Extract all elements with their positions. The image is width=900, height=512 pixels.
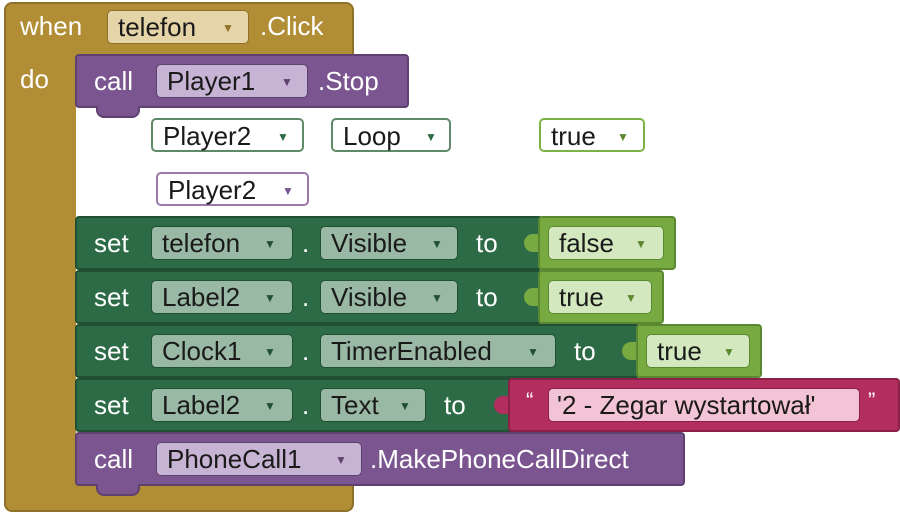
- player2-ghost-dropdown[interactable]: Player2 ▼: [151, 118, 304, 152]
- dot-separator: .: [302, 390, 310, 420]
- false-value-dropdown[interactable]: false ▼: [548, 226, 664, 260]
- player2-label: Player2: [163, 121, 252, 151]
- to-keyword: to: [476, 228, 498, 258]
- to-keyword: to: [476, 282, 498, 312]
- text-string-value[interactable]: '2 - Zegar wystartował': [548, 388, 860, 422]
- chevron-down-icon: ▼: [335, 453, 347, 467]
- label2-component-dropdown-2[interactable]: Label2 ▼: [151, 388, 293, 422]
- block-notch: [96, 484, 140, 496]
- player1-dropdown[interactable]: Player1 ▼: [156, 64, 308, 98]
- timerenabled-property-dropdown[interactable]: TimerEnabled ▼: [320, 334, 556, 368]
- chevron-down-icon: ▼: [222, 21, 234, 35]
- block-notch: [96, 106, 140, 118]
- chevron-down-icon: ▼: [527, 345, 539, 359]
- telefon-component-dropdown[interactable]: telefon ▼: [151, 226, 293, 260]
- true-value-label-2: true: [657, 336, 702, 366]
- clock1-component-dropdown[interactable]: Clock1 ▼: [151, 334, 293, 368]
- telefon-component-label: telefon: [162, 228, 241, 258]
- stop-method-label: .Stop: [318, 66, 379, 96]
- visible-property-label: Visible: [331, 282, 408, 312]
- chevron-down-icon: ▼: [264, 291, 276, 305]
- chevron-down-icon: ▼: [264, 237, 276, 251]
- chevron-down-icon: ▼: [635, 237, 647, 251]
- event-component-dropdown[interactable]: telefon ▼: [107, 10, 249, 44]
- set-label2-text-block[interactable]: [75, 378, 515, 432]
- player1-label: Player1: [167, 66, 256, 96]
- make-phone-call-direct-label: .MakePhoneCallDirect: [370, 444, 629, 474]
- phonecall1-dropdown[interactable]: PhoneCall1 ▼: [156, 442, 362, 476]
- visible-property-label: Visible: [331, 228, 408, 258]
- set-keyword: set: [94, 228, 129, 258]
- call-keyword: call: [94, 444, 134, 474]
- text-property-label: Text: [331, 390, 379, 420]
- true-value-label: true: [559, 282, 604, 312]
- text-property-dropdown[interactable]: Text ▼: [320, 388, 426, 422]
- to-keyword: to: [444, 390, 466, 420]
- set-keyword: set: [94, 336, 129, 366]
- chevron-down-icon: ▼: [625, 291, 637, 305]
- quote-close-glyph: ”: [868, 388, 876, 413]
- set-keyword: set: [94, 282, 129, 312]
- dot-separator: .: [302, 282, 310, 312]
- clock1-component-label: Clock1: [162, 336, 242, 366]
- chevron-down-icon: ▼: [431, 237, 443, 251]
- chevron-down-icon: ▼: [723, 345, 735, 359]
- quote-open-glyph: “: [526, 388, 534, 413]
- to-keyword: to: [574, 336, 596, 366]
- chevron-down-icon: ▼: [281, 75, 293, 89]
- loop-label: Loop: [343, 121, 401, 151]
- event-block-body: [4, 54, 76, 432]
- socket-connector: [524, 288, 538, 306]
- dot-separator: .: [302, 336, 310, 366]
- set-keyword: set: [94, 390, 129, 420]
- event-block-footer-link: [4, 430, 76, 490]
- text-string-label: '2 - Zegar wystartował': [557, 390, 816, 420]
- chevron-down-icon: ▼: [277, 130, 289, 144]
- phonecall1-label: PhoneCall1: [167, 444, 302, 474]
- socket-connector: [494, 396, 508, 414]
- dot-separator: .: [302, 228, 310, 258]
- label2-component-dropdown[interactable]: Label2 ▼: [151, 280, 293, 314]
- timerenabled-property-label: TimerEnabled: [331, 336, 492, 366]
- socket-connector: [622, 342, 636, 360]
- false-value-label: false: [559, 228, 614, 258]
- call-keyword: call: [94, 66, 134, 96]
- player2-label-2: Player2: [168, 175, 257, 205]
- label2-component-label: Label2: [162, 282, 241, 312]
- visible-property-dropdown[interactable]: Visible ▼: [320, 280, 458, 314]
- loop-ghost-dropdown[interactable]: Loop ▼: [331, 118, 451, 152]
- chevron-down-icon: ▼: [425, 130, 437, 144]
- true-ghost-label: true: [551, 121, 596, 151]
- chevron-down-icon: ▼: [617, 130, 629, 144]
- chevron-down-icon: ▼: [282, 184, 294, 198]
- true-ghost-dropdown[interactable]: true ▼: [539, 118, 645, 152]
- chevron-down-icon: ▼: [431, 291, 443, 305]
- visible-property-dropdown[interactable]: Visible ▼: [320, 226, 458, 260]
- label2-component-label-2: Label2: [162, 390, 241, 420]
- when-keyword: when: [20, 11, 83, 41]
- chevron-down-icon: ▼: [264, 399, 276, 413]
- chevron-down-icon: ▼: [399, 399, 411, 413]
- chevron-down-icon: ▼: [264, 345, 276, 359]
- true-value-dropdown-2[interactable]: true ▼: [646, 334, 750, 368]
- event-name-label: .Click: [260, 11, 324, 41]
- true-value-dropdown[interactable]: true ▼: [548, 280, 652, 314]
- do-keyword: do: [20, 64, 49, 94]
- socket-connector: [524, 234, 538, 252]
- player2-ghost-dropdown-2[interactable]: Player2 ▼: [156, 172, 309, 206]
- event-component-label: telefon: [118, 12, 197, 42]
